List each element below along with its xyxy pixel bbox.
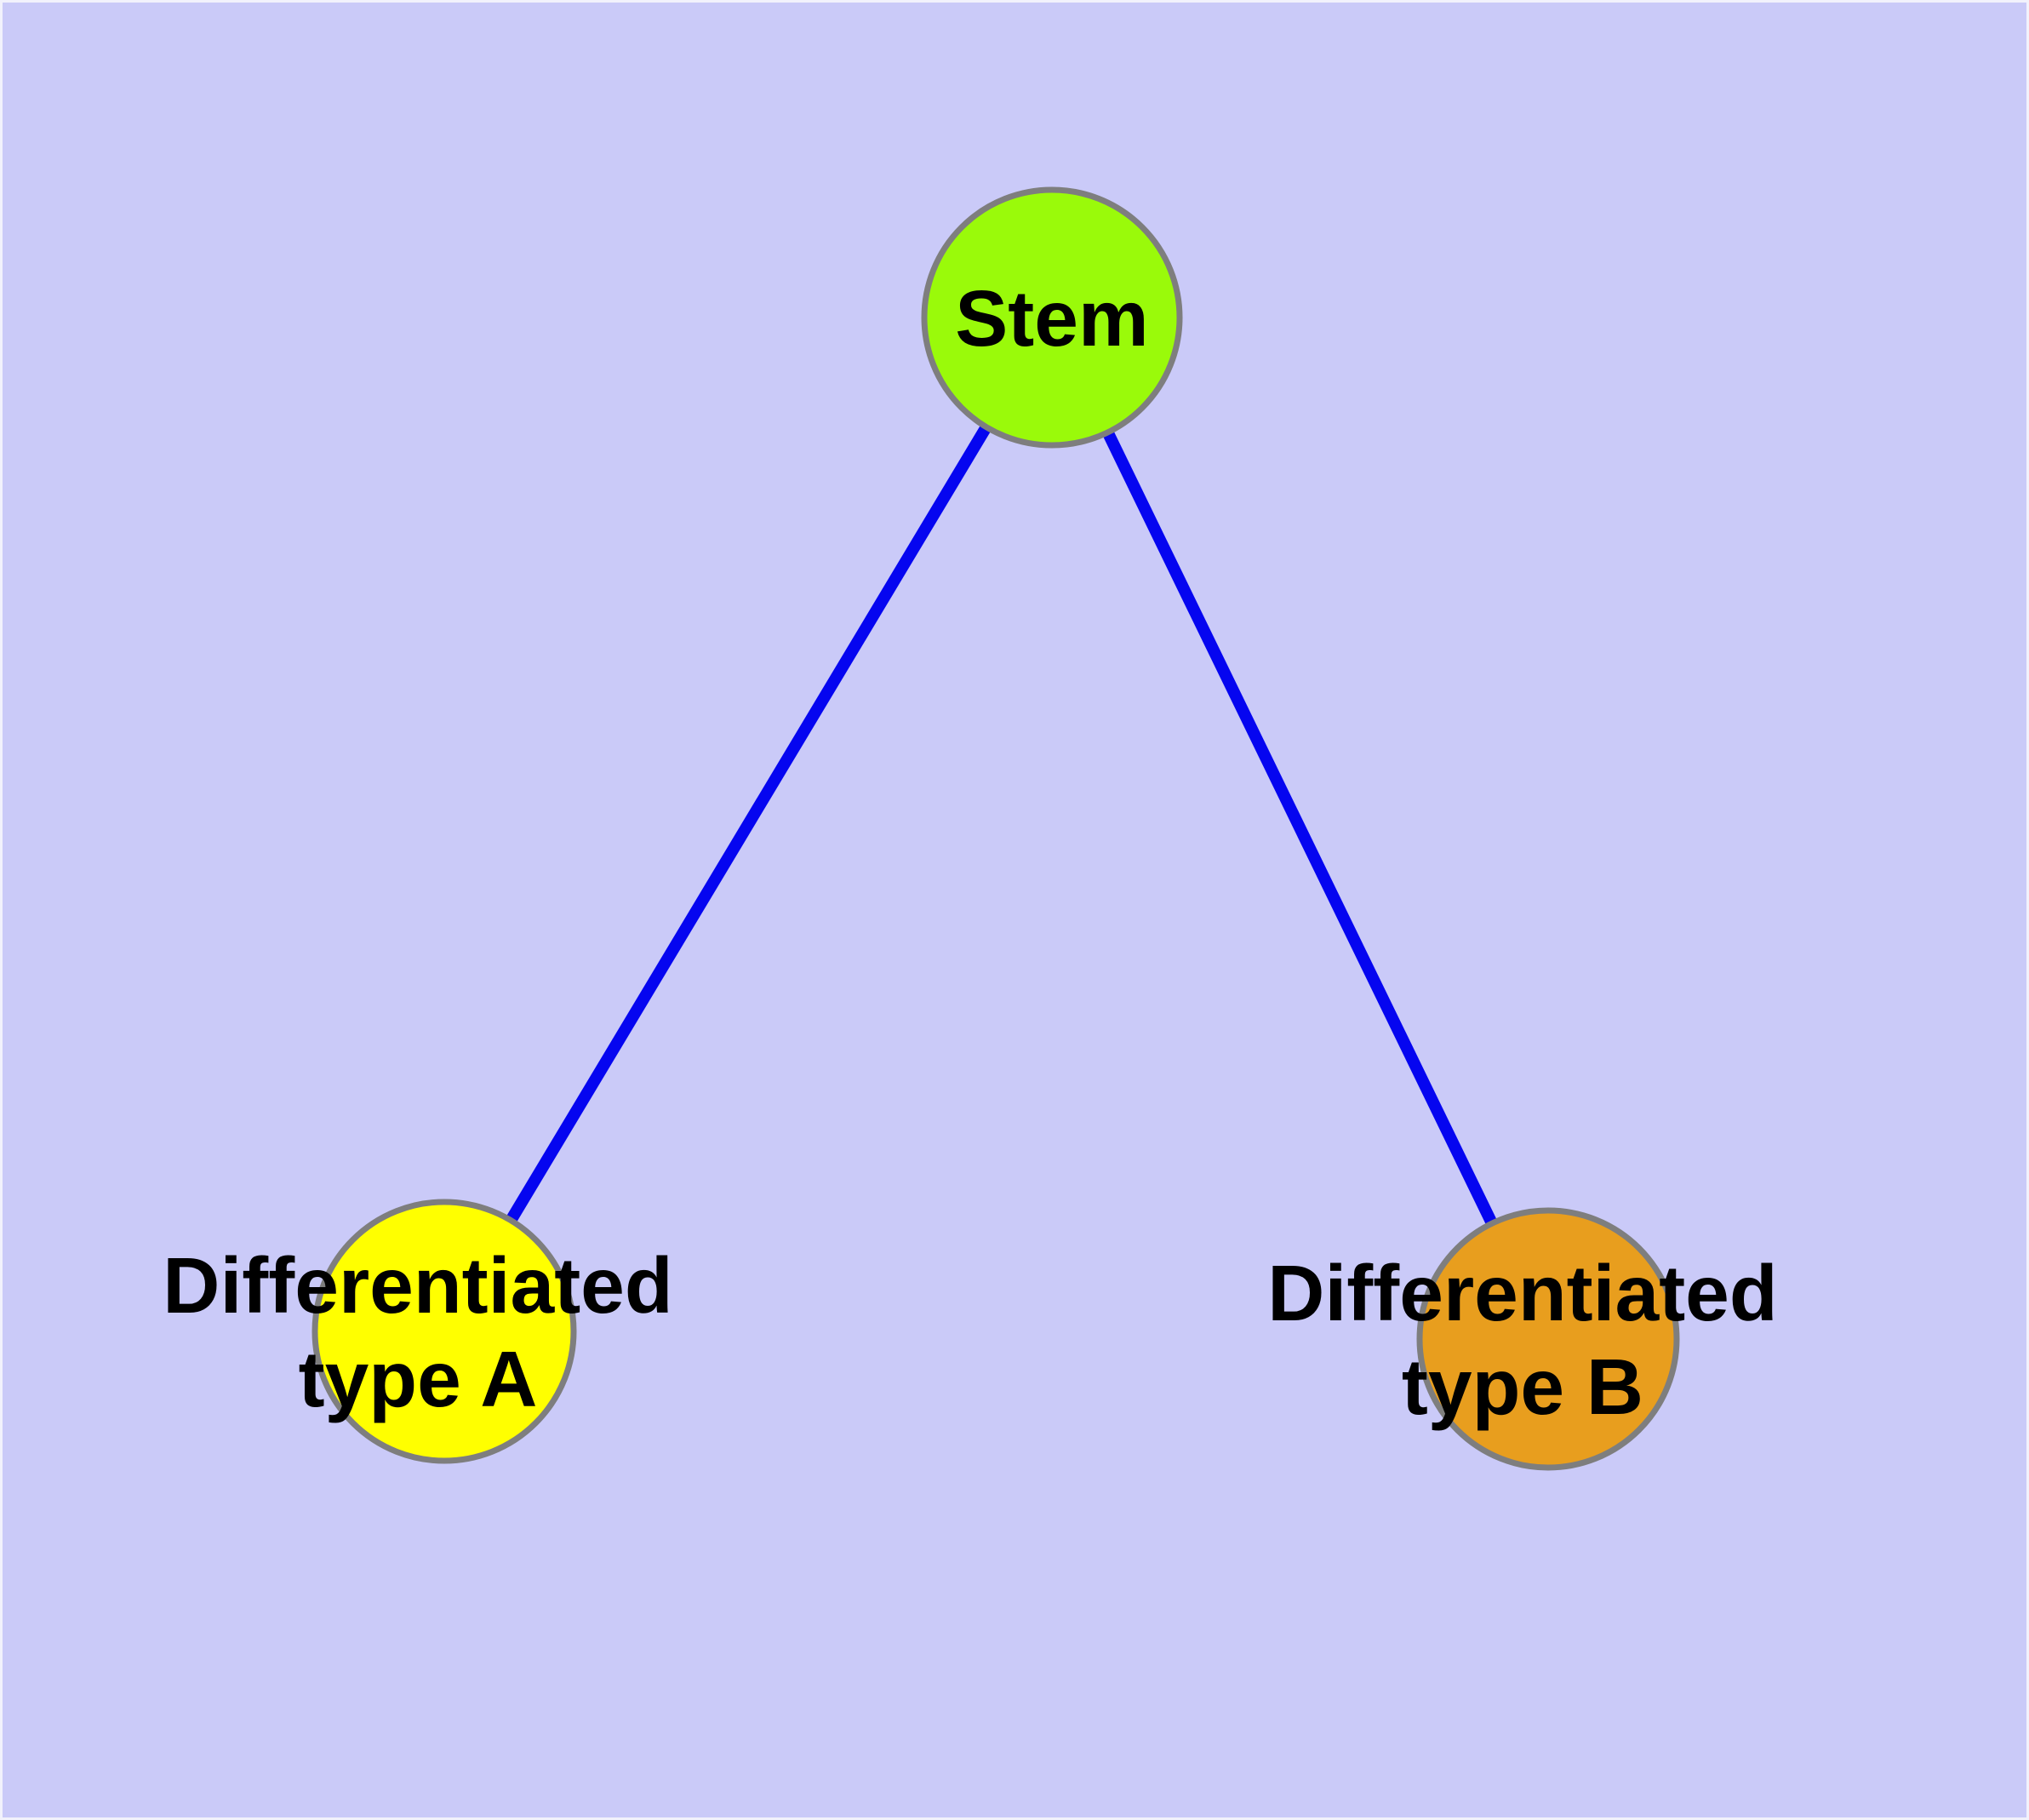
node-typeA xyxy=(311,1199,577,1464)
node-stem xyxy=(921,186,1183,449)
edge-stem-typeB xyxy=(1046,314,1554,1342)
node-typeB xyxy=(1416,1207,1680,1471)
edge-stem-typeA xyxy=(438,314,1058,1335)
node-label-stem: Stem xyxy=(955,274,1148,363)
